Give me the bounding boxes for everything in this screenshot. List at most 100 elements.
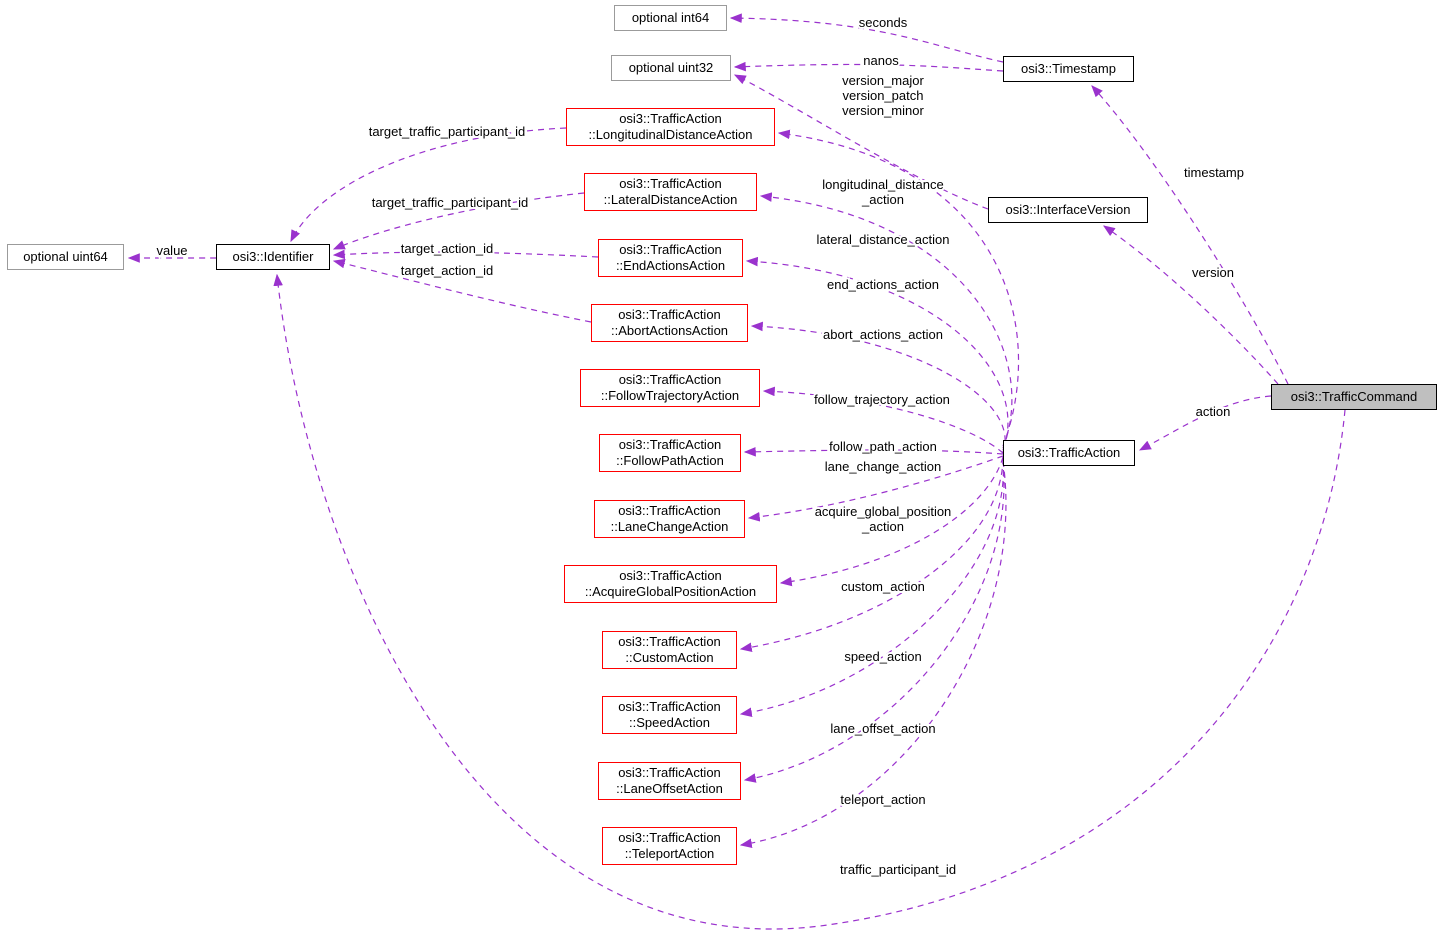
edge-acquire-global-position-action — [779, 456, 1004, 587]
edge-label-longitudinal-distance-action: _action — [861, 192, 904, 207]
node-label: optional int64 — [631, 10, 710, 25]
edge-label-target-traffic-participant-id-longitudinal: target_traffic_participant_id — [369, 124, 526, 139]
edge-version — [1103, 225, 1279, 385]
edge-label-action: action — [1196, 404, 1231, 419]
node-label: ::LaneChangeAction — [610, 519, 729, 534]
node-label: osi3::TrafficAction — [619, 242, 722, 257]
edge-label-acquire-global-position-action: _action — [861, 519, 904, 534]
node-label: ::CustomAction — [625, 650, 714, 665]
node-longitudinal-distance-action[interactable]: osi3::TrafficAction::LongitudinalDistanc… — [566, 108, 775, 146]
edge-label-follow-path-action: follow_path_action — [829, 439, 937, 454]
node-label: osi3::TrafficAction — [1017, 445, 1121, 460]
edge-seconds — [729, 13, 1004, 63]
node-label: osi3::TrafficAction — [618, 307, 721, 322]
node-speed-action[interactable]: osi3::TrafficAction::SpeedAction — [602, 696, 737, 734]
edge-speed-action — [739, 458, 1004, 717]
edge-label-seconds: seconds — [859, 15, 908, 30]
edge-label-follow-trajectory-action: follow_trajectory_action — [814, 392, 950, 407]
edge-teleport-action — [739, 460, 1007, 849]
edge-target-traffic-participant-id-longitudinal — [290, 127, 567, 243]
edges — [127, 13, 1346, 930]
edge-longitudinal-distance-action — [777, 129, 1020, 447]
edge-target-traffic-participant-id-lateral — [332, 192, 585, 250]
edge-lateral-distance-action — [759, 192, 1013, 449]
edge-follow-path-action — [743, 446, 1004, 457]
node-label: osi3::TrafficAction — [619, 111, 722, 126]
edge-label-target-action-id-end: target_action_id — [401, 241, 494, 256]
node-label: osi3::TrafficAction — [618, 634, 721, 649]
node-teleport-action[interactable]: osi3::TrafficAction::TeleportAction — [602, 827, 737, 865]
edge-label-teleport-action: teleport_action — [840, 792, 925, 807]
node-label: ::EndActionsAction — [615, 258, 726, 273]
edge-label-custom-action: custom_action — [841, 579, 925, 594]
edge-label-lateral-distance-action: lateral_distance_action — [817, 232, 950, 247]
edge-version-fields — [733, 74, 989, 210]
node-optional-int64: optional int64 — [614, 5, 727, 31]
node-identifier[interactable]: osi3::Identifier — [216, 244, 330, 270]
edge-label-lane-change-action: lane_change_action — [825, 459, 941, 474]
node-traffic-action[interactable]: osi3::TrafficAction — [1003, 440, 1135, 466]
node-traffic-command: osi3::TrafficCommand — [1271, 384, 1437, 410]
edge-label-speed-action: speed_action — [844, 649, 921, 664]
node-label: optional uint64 — [23, 249, 108, 264]
node-label: ::AcquireGlobalPositionAction — [584, 584, 757, 599]
node-end-actions-action[interactable]: osi3::TrafficAction::EndActionsAction — [598, 239, 743, 277]
node-label: ::LaneOffsetAction — [616, 781, 723, 796]
node-label: osi3::TrafficAction — [619, 568, 722, 583]
edge-target-action-id-end — [332, 249, 599, 260]
node-acquire-global-position-action[interactable]: osi3::TrafficAction::AcquireGlobalPositi… — [564, 565, 777, 603]
node-label: ::TeleportAction — [624, 846, 715, 861]
node-label: ::FollowTrajectoryAction — [600, 388, 740, 403]
edge-lane-change-action — [747, 455, 1004, 522]
node-label: ::AbortActionsAction — [610, 323, 729, 338]
node-timestamp[interactable]: osi3::Timestamp — [1003, 56, 1134, 82]
node-optional-uint32: optional uint32 — [611, 55, 731, 81]
node-label: ::LongitudinalDistanceAction — [588, 127, 753, 142]
edge-timestamp — [1091, 85, 1289, 385]
edge-custom-action — [739, 457, 1004, 652]
node-label: osi3::Identifier — [232, 249, 314, 264]
edge-label-traffic-participant-id: traffic_participant_id — [840, 862, 956, 877]
edge-end-actions-action — [745, 256, 1009, 451]
edge-label-nanos: nanos — [863, 53, 899, 68]
node-lateral-distance-action[interactable]: osi3::TrafficAction::LateralDistanceActi… — [584, 173, 757, 211]
edge-label-lane-offset-action: lane_offset_action — [830, 721, 935, 736]
edge-action — [1138, 395, 1272, 451]
node-label: osi3::Timestamp — [1021, 61, 1116, 76]
edge-label-target-action-id-abort: target_action_id — [401, 263, 494, 278]
edge-label-target-traffic-participant-id-lateral: target_traffic_participant_id — [372, 195, 529, 210]
node-optional-uint64: optional uint64 — [7, 244, 124, 270]
edge-label-acquire-global-position-action: acquire_global_position — [815, 504, 952, 519]
node-lane-offset-action[interactable]: osi3::TrafficAction::LaneOffsetAction — [598, 762, 741, 800]
node-label: ::FollowPathAction — [616, 453, 724, 468]
node-interface-version[interactable]: osi3::InterfaceVersion — [988, 197, 1148, 223]
edge-label-abort-actions-action: abort_actions_action — [823, 327, 943, 342]
node-label: osi3::TrafficAction — [618, 437, 722, 452]
edge-label-version-fields: version_major — [842, 73, 924, 88]
edge-label-version: version — [1192, 265, 1234, 280]
edge-lane-offset-action — [743, 459, 1005, 783]
node-label: optional uint32 — [628, 60, 714, 75]
node-label: osi3::TrafficAction — [618, 830, 721, 845]
edge-label-value: value — [156, 243, 187, 258]
node-lane-change-action[interactable]: osi3::TrafficAction::LaneChangeAction — [594, 500, 745, 538]
node-label: osi3::TrafficCommand — [1290, 389, 1418, 404]
node-abort-actions-action[interactable]: osi3::TrafficAction::AbortActionsAction — [591, 304, 748, 342]
edge-nanos — [733, 61, 1004, 72]
node-label: osi3::TrafficAction — [618, 699, 721, 714]
node-label: osi3::TrafficAction — [618, 503, 721, 518]
edge-label-version-fields: version_patch — [843, 88, 924, 103]
node-follow-trajectory-action[interactable]: osi3::TrafficAction::FollowTrajectoryAct… — [580, 369, 760, 407]
node-custom-action[interactable]: osi3::TrafficAction::CustomAction — [602, 631, 737, 669]
edge-abort-actions-action — [750, 321, 1006, 453]
edge-label-timestamp: timestamp — [1184, 165, 1244, 180]
node-label: osi3::TrafficAction — [618, 372, 722, 387]
node-follow-path-action[interactable]: osi3::TrafficAction::FollowPathAction — [599, 434, 741, 472]
edge-target-action-id-abort — [332, 258, 592, 323]
edge-label-version-fields: version_minor — [842, 103, 924, 118]
edge-label-end-actions-action: end_actions_action — [827, 277, 939, 292]
node-label: ::SpeedAction — [629, 715, 710, 730]
edge-traffic-participant-id — [273, 273, 1346, 930]
